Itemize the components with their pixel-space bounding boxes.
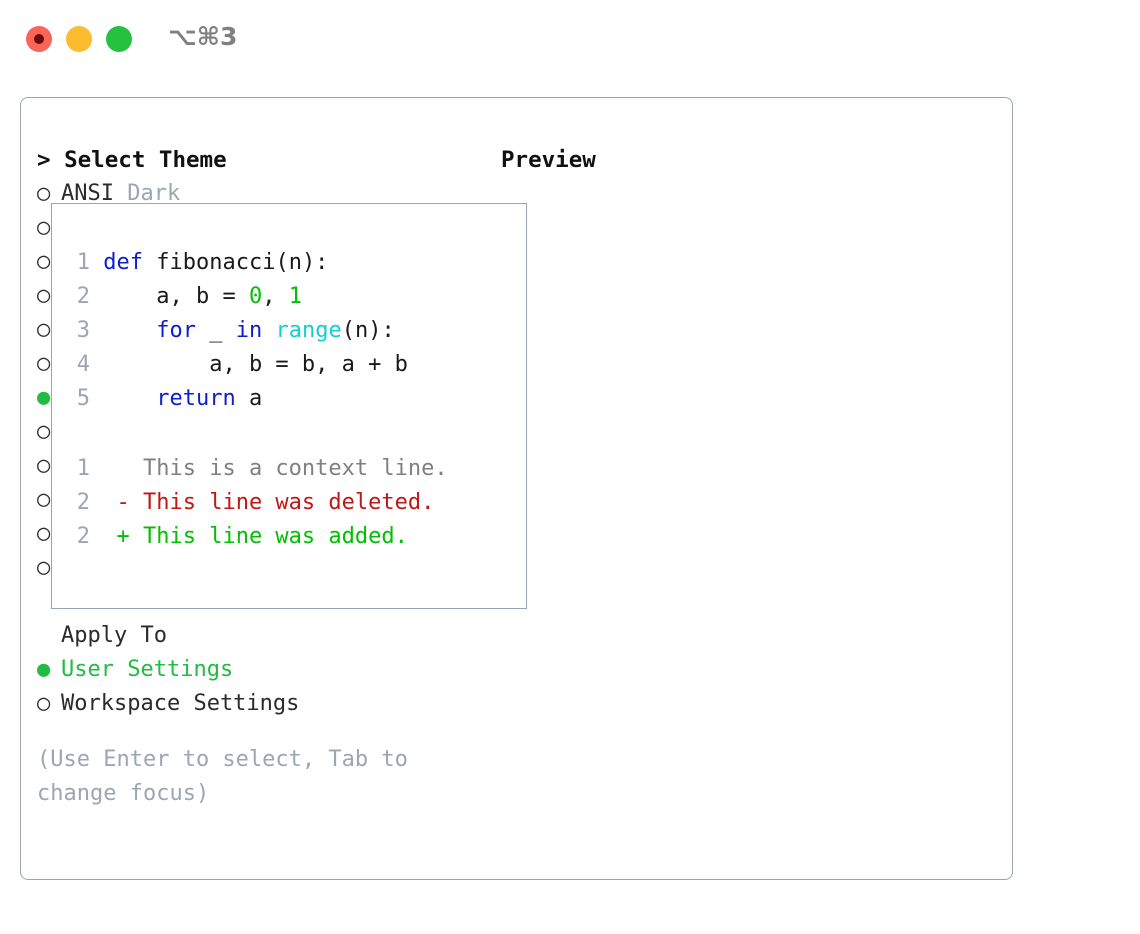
code-line: 2 a, b = 0, 1 [68,280,408,314]
code-token: a [235,386,263,411]
diff-line: 1 This is a context line. [68,452,448,486]
window-titlebar: ⌥⌘3 [0,0,1140,78]
radio-unselected-icon[interactable]: ○ [37,555,51,580]
line-number: 2 [76,284,90,309]
code-token: _ [195,318,236,343]
code-token: 1 [288,284,302,309]
code-token [103,386,156,411]
apply-to-item[interactable]: ○ Workspace Settings [37,687,497,721]
line-number: 1 [76,456,90,481]
radio-unselected-icon[interactable]: ○ [37,351,51,376]
radio-unselected-icon[interactable]: ○ [37,249,51,274]
code-token: (n): [341,318,395,343]
code-token: return [156,386,236,411]
diff-text: This line was deleted. [142,490,435,515]
line-number: 2 [76,524,90,549]
close-window-button[interactable] [26,26,52,52]
preview-title: Preview [501,147,596,173]
diff-text: This line was added. [142,524,408,549]
radio-unselected-icon[interactable]: ○ [37,419,51,444]
apply-to-list: ● User Settings ○ Workspace Settings [37,653,497,721]
keyboard-hint-text: (Use Enter to select, Tab to change focu… [37,747,408,806]
theme-name: ANSI [61,181,114,206]
code-token: , [262,284,289,309]
theme-mode-label: Dark [113,181,181,206]
radio-unselected-icon[interactable]: ○ [37,453,51,478]
keyboard-shortcut-label: ⌥⌘3 [168,22,238,51]
code-token: 0 [248,284,263,309]
diff-sign: - [90,490,143,515]
apply-to-item[interactable]: ● User Settings [37,653,497,687]
line-number: 3 [76,318,90,343]
code-line: 1 def fibonacci(n): [68,246,408,280]
radio-selected-icon[interactable]: ● [37,385,51,410]
diff-text: This is a context line. [142,456,448,481]
maximize-window-button[interactable] [106,26,132,52]
code-line: 3 for _ in range(n): [68,314,408,348]
code-token: a, b = b, a + b [103,352,408,377]
code-line: 5 return a [68,382,408,416]
code-token [262,318,275,343]
line-number: 1 [76,250,90,275]
code-token: a, b = [103,284,249,309]
radio-unselected-icon[interactable]: ○ [37,215,51,240]
diff-sign [90,456,143,481]
radio-unselected-icon[interactable]: ○ [37,317,51,342]
diff-line: 2 + This line was added. [68,520,448,554]
theme-list-item[interactable]: ○ ANSI Dark [37,177,497,211]
apply-to-header: Apply To [37,619,497,653]
select-theme-header: > Select Theme [37,147,227,173]
apply-to-header-indent [37,619,61,653]
code-token: range [275,318,342,343]
theme-selector-panel: > Select Theme ○ANSI Dark○Atom One Dark○… [20,97,1013,880]
radio-unselected-icon[interactable]: ○ [37,283,51,308]
apply-to-label: Workspace Settings [61,691,300,716]
code-line: 4 a, b = b, a + b [68,348,408,382]
radio-unselected-icon[interactable]: ○ [37,487,51,512]
code-token: for [156,318,196,343]
code-token: def [103,250,143,275]
radio-unselected-icon[interactable]: ○ [37,521,51,546]
code-token: in [235,318,263,343]
diff-line: 2 - This line was deleted. [68,486,448,520]
minimize-window-button[interactable] [66,26,92,52]
line-number: 5 [76,386,90,411]
radio-unselected-icon[interactable]: ○ [37,691,51,716]
close-icon [34,34,44,44]
code-token [103,318,156,343]
diff-sample: 1 This is a context line.2 - This line w… [68,452,448,554]
radio-selected-icon[interactable]: ● [37,657,51,682]
diff-sign: + [90,524,143,549]
line-number: 4 [76,352,90,377]
radio-unselected-icon[interactable]: ○ [37,181,51,206]
preview-column: Preview [501,143,1001,177]
code-token: fibonacci(n): [143,250,329,275]
apply-to-label: User Settings [61,657,234,682]
line-number: 2 [76,490,90,515]
